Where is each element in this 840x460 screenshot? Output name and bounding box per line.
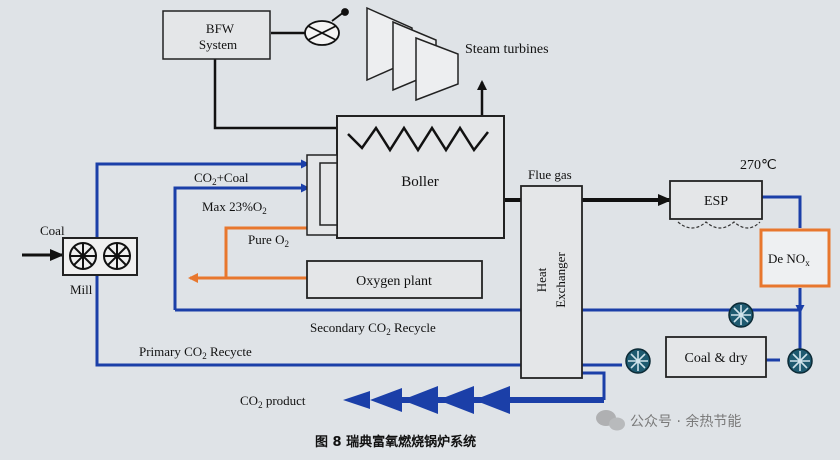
steam-turbines-label: Steam turbines <box>465 42 549 57</box>
boiler-coil <box>347 125 489 153</box>
fan-icon <box>625 348 651 374</box>
temperature-label: 270℃ <box>740 158 777 173</box>
denox-label: De NOx <box>768 251 810 268</box>
burner-block-inner <box>319 162 338 226</box>
exchanger-label: Exchanger <box>553 252 568 308</box>
figure-caption: 图 8 瑞典富氧燃烧锅炉系统 <box>315 434 476 450</box>
oxygen-plant-box <box>306 260 483 299</box>
pure-o2-label: Pure O2 <box>248 232 289 249</box>
watermark-text: 公众号 · 余热节能 <box>630 413 741 430</box>
denox-box <box>759 228 831 288</box>
turbine-icon <box>366 6 459 102</box>
fan-icon <box>728 302 754 328</box>
bfw-label: BFW <box>206 21 235 36</box>
boiler-box <box>336 115 505 239</box>
esp-hopper <box>677 221 761 229</box>
coal-dry-box <box>665 336 767 378</box>
max-o2-label: Max 23%O2 <box>202 199 267 216</box>
co2-product-label: CO2 product <box>240 393 306 410</box>
valve-icon <box>304 8 349 46</box>
wechat-logo-icon <box>596 410 625 431</box>
mill-icon <box>62 237 138 276</box>
primary-recycle-label: Primary CO2 Recycte <box>139 344 252 361</box>
esp-label: ESP <box>704 194 728 209</box>
heat-exchanger-box <box>520 185 583 379</box>
bfw-system-box <box>162 10 271 60</box>
bfw-label-2: System <box>199 37 237 52</box>
co2-product-arrow <box>343 386 604 414</box>
fan-icon <box>787 348 813 374</box>
co2-coal-label: CO2+Coal <box>194 170 249 187</box>
heat-label: Heat <box>534 267 549 292</box>
esp-box <box>669 180 763 220</box>
coal-label: Coal <box>40 223 65 238</box>
oxygen-plant-label: Oxygen plant <box>356 274 432 289</box>
coal-dry-label: Coal & dry <box>685 351 748 366</box>
flue-gas-label: Flue gas <box>528 167 572 182</box>
mill-label: Mill <box>70 282 93 297</box>
secondary-recycle-label: Secondary CO2 Recycle <box>310 320 436 337</box>
oxygen-line <box>188 226 307 283</box>
boiler-label: Boller <box>401 174 439 190</box>
